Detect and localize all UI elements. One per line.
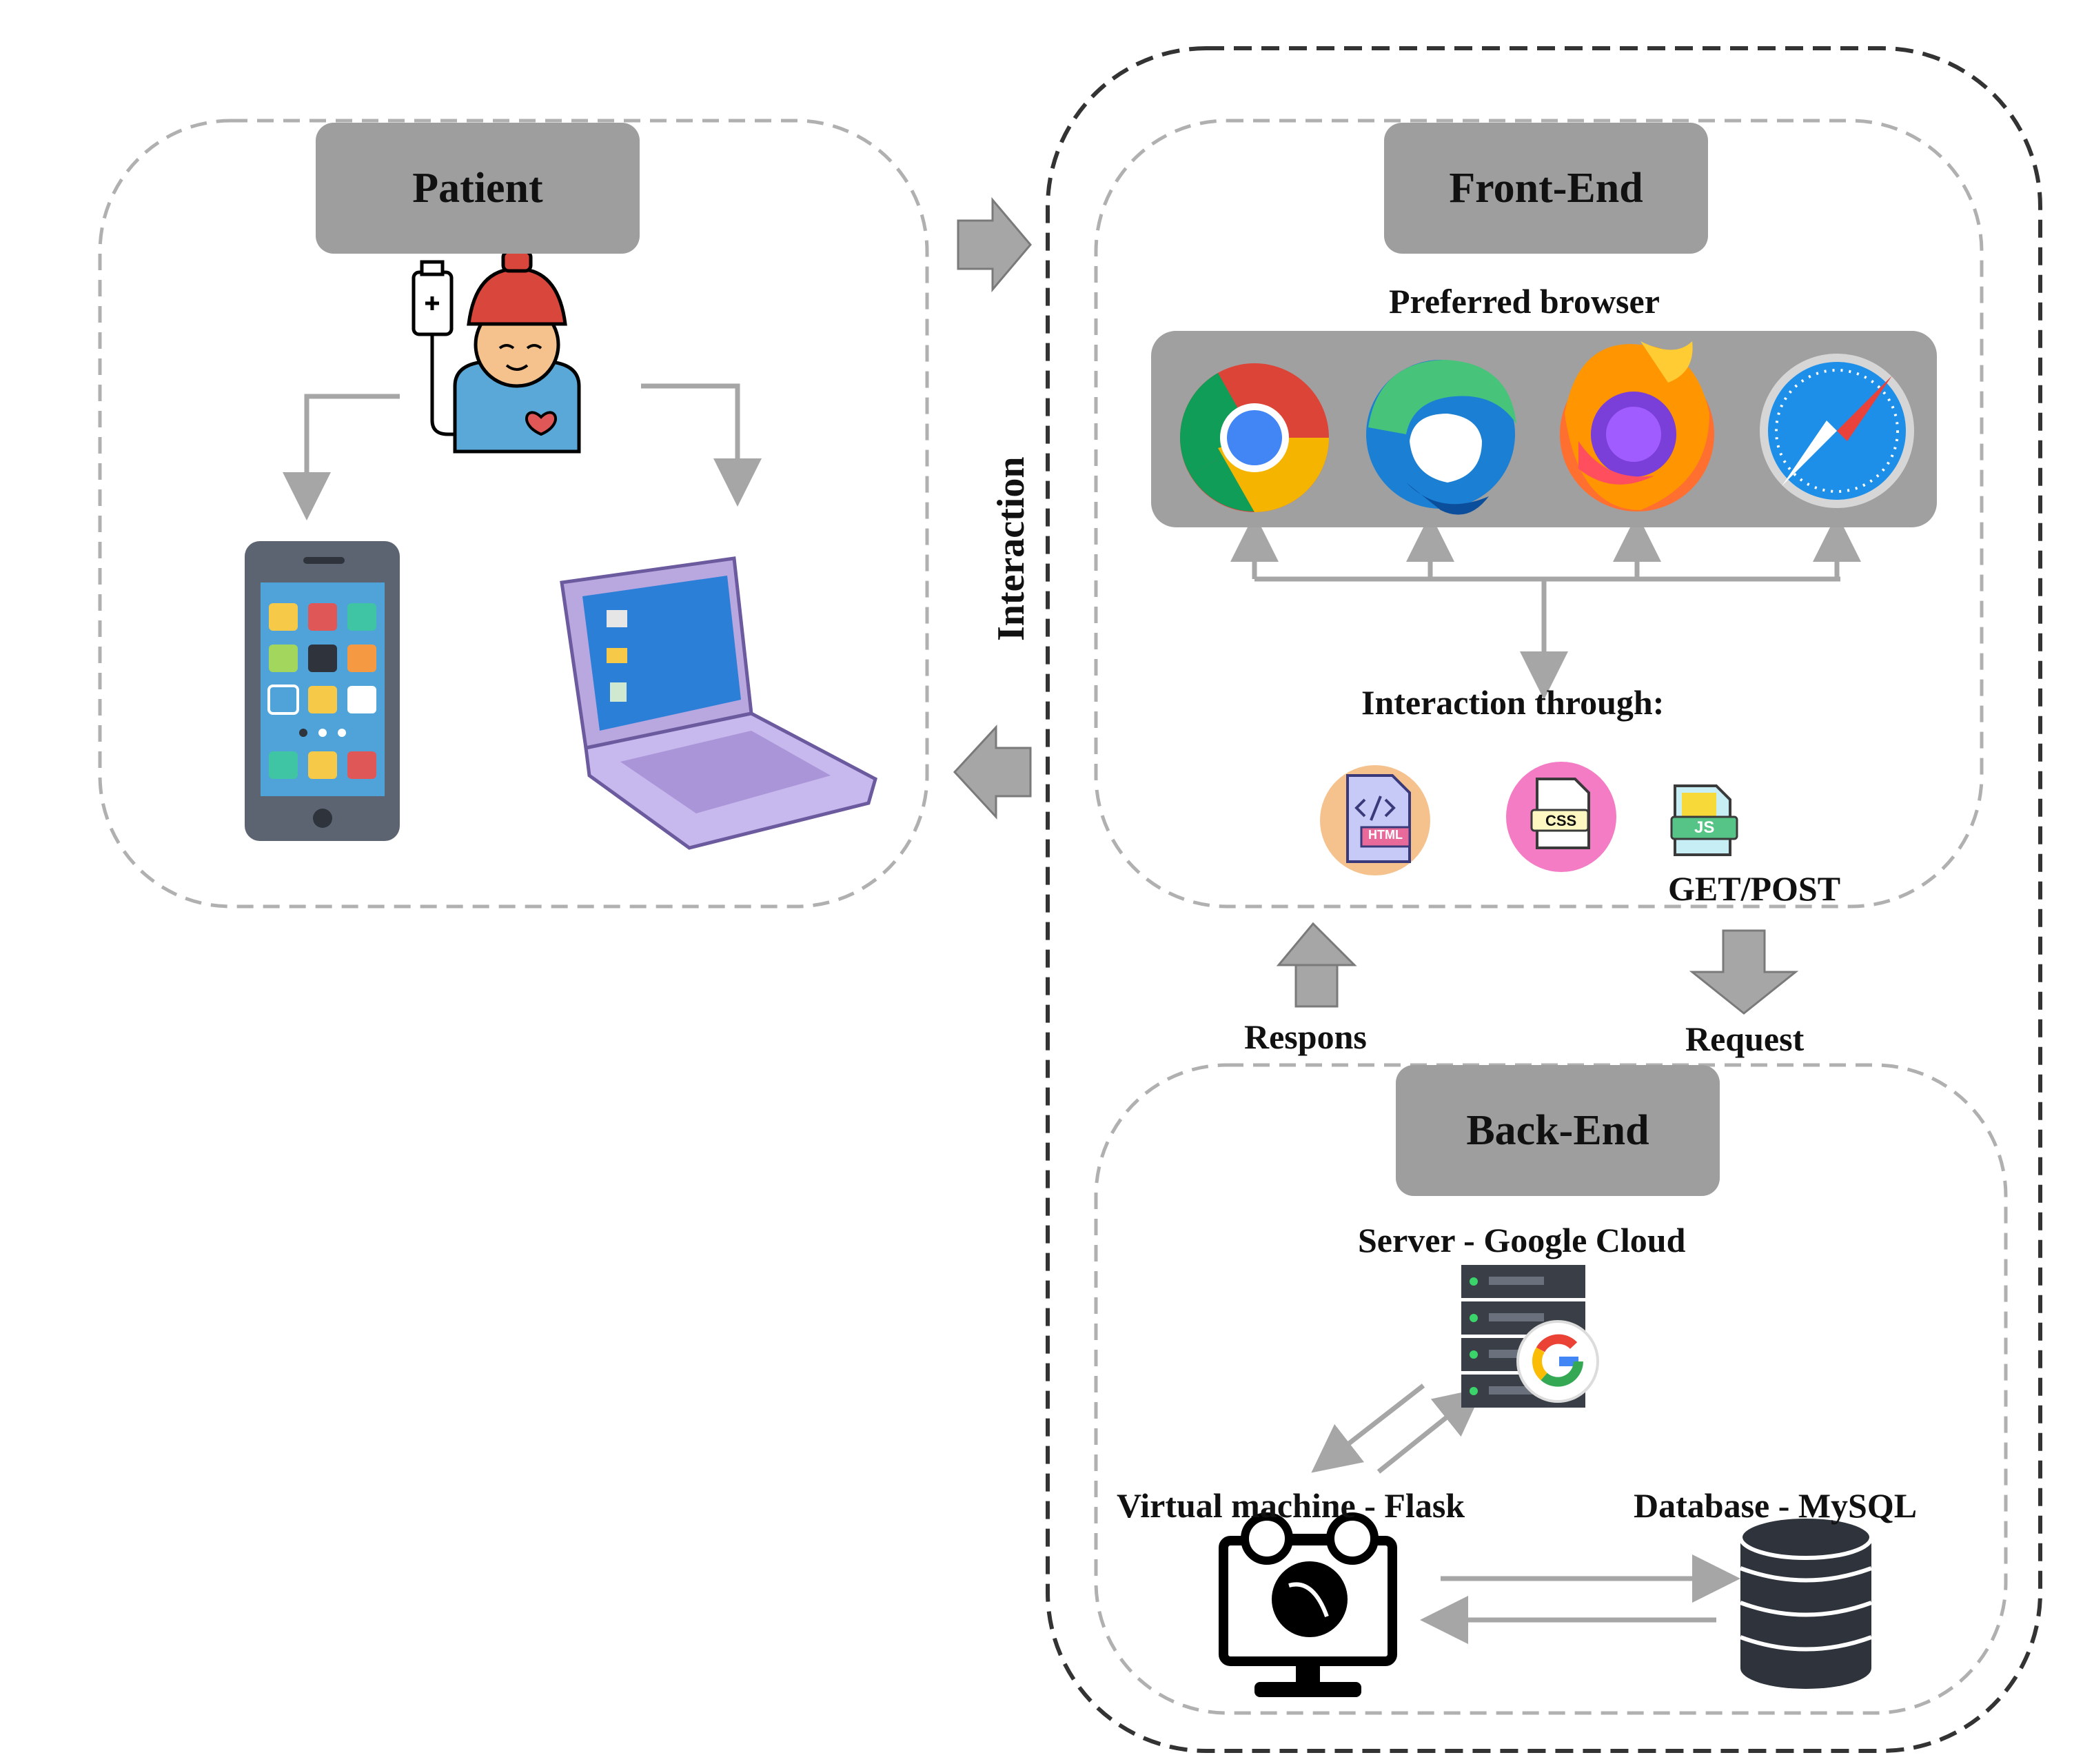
patient-container <box>98 119 929 909</box>
preferred-browser-label: Preferred browser <box>1389 282 1660 321</box>
backend-header: Back-End <box>1396 1065 1720 1196</box>
patient-header: Patient <box>316 123 640 254</box>
patient-person-icon <box>411 250 581 454</box>
backend-title: Back-End <box>1466 1106 1649 1154</box>
frontend-header: Front-End <box>1384 123 1708 254</box>
browser-connectors <box>1230 514 1861 700</box>
server-google-icon <box>1461 1265 1599 1408</box>
js-file-icon <box>1670 784 1738 856</box>
html-badge-text: HTML <box>1368 828 1403 842</box>
arrow-to-patient <box>953 724 1032 820</box>
css-badge-text: CSS <box>1545 812 1577 829</box>
interaction-label: Interaction <box>990 456 1033 641</box>
patient-title: Patient <box>412 164 543 212</box>
firefox-icon <box>1560 341 1714 511</box>
html-file-icon <box>1320 765 1430 875</box>
request-label: Request <box>1685 1020 1805 1058</box>
respons-label: Respons <box>1244 1017 1367 1056</box>
safari-icon <box>1760 354 1914 508</box>
database-icon <box>1738 1514 1873 1689</box>
system-container <box>1046 46 2042 1753</box>
frontend-title: Front-End <box>1449 164 1643 212</box>
smartphone-icon <box>245 541 400 841</box>
laptop-icon <box>560 556 877 850</box>
flask-vm-icon <box>1219 1512 1397 1697</box>
js-badge-text: JS <box>1694 818 1715 837</box>
arrow-response-up-body <box>1294 964 1339 1008</box>
css-file-icon <box>1506 762 1616 872</box>
arrow-to-system <box>957 196 1032 293</box>
interaction-through-label: Interaction through: <box>1361 683 1665 722</box>
database-label: Database - MySQL <box>1634 1486 1918 1525</box>
arrow-request-down <box>1689 929 1799 1015</box>
frontend-container <box>1094 119 1984 909</box>
edge-icon <box>1366 360 1516 515</box>
vm-label: Virtual machine - Flask <box>1117 1486 1465 1525</box>
browser-bar <box>1151 331 1937 527</box>
server-label: Server - Google Cloud <box>1358 1221 1686 1259</box>
chrome-icon <box>1180 363 1329 512</box>
get-post-label: GET/POST <box>1668 869 1841 908</box>
